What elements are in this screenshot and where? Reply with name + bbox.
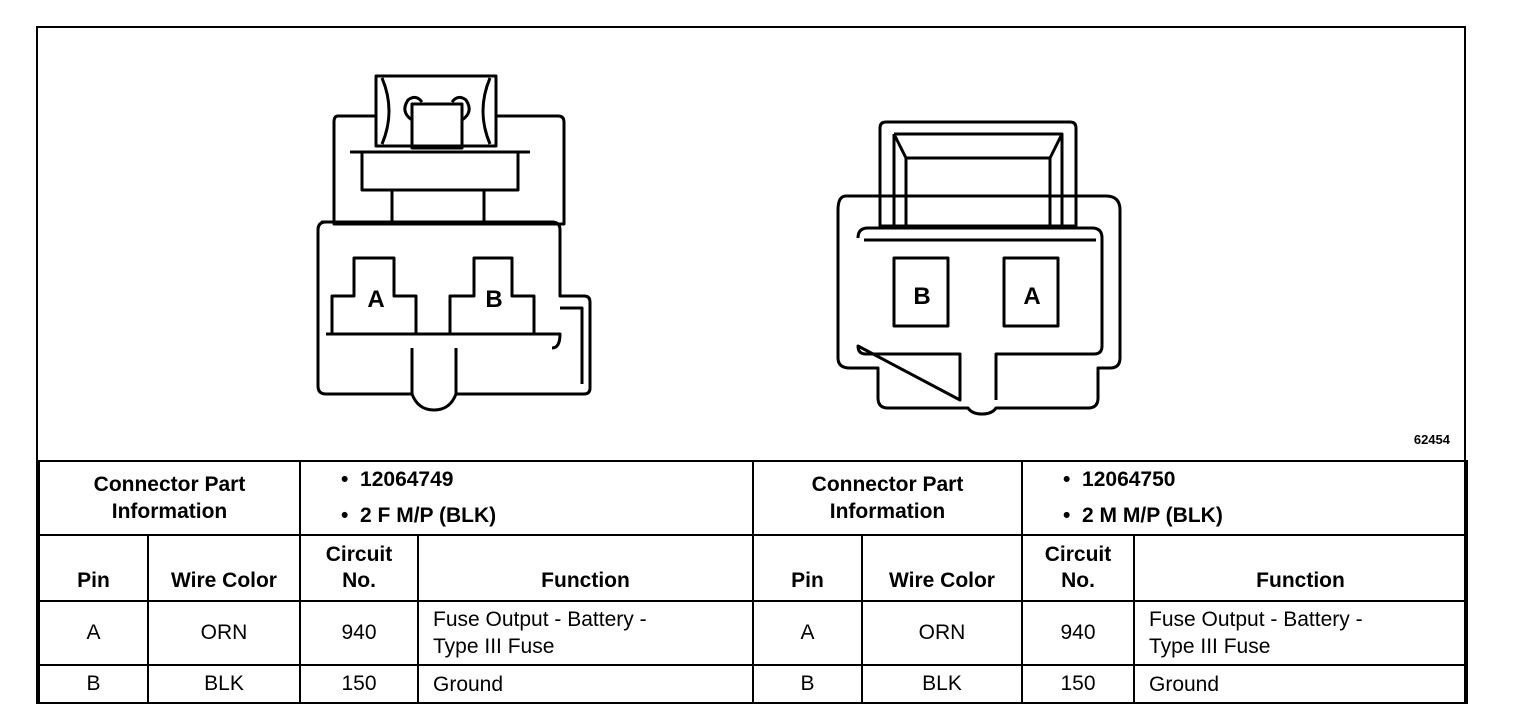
female-pin-cavity-a (330, 256, 418, 336)
wire-color-cell: ORN (147, 600, 301, 666)
table-row: B BLK 150 Ground B BLK 150 Ground (38, 664, 1468, 704)
connector-part-label: Connector Part Information (752, 460, 1023, 536)
male-connector-body (836, 194, 1122, 416)
female-connector-drawing (316, 74, 592, 412)
male-pin-label-a: A (1023, 283, 1040, 310)
female-pin-label-a: A (367, 286, 384, 313)
circuit-cell: 150 (299, 664, 419, 704)
wire-color-cell: BLK (147, 664, 301, 704)
connector-part-row: Connector Part Information • 12064749 • … (38, 460, 1468, 536)
function-cell: Ground (1133, 664, 1468, 704)
circuit-cell: 150 (1021, 664, 1135, 704)
circuit-cell: 940 (1021, 600, 1135, 666)
male-pin-cavity-a (1002, 256, 1060, 328)
function-cell: Fuse Output - Battery -Type III Fuse (1133, 600, 1468, 666)
figure-id: 62454 (1413, 432, 1450, 447)
male-connector-drawing (836, 120, 1122, 416)
function-cell: Fuse Output - Battery -Type III Fuse (417, 600, 754, 666)
col-header-wire-color: Wire Color (861, 534, 1023, 602)
diagram-frame: A B B A 62454 Connector Part Information… (36, 26, 1468, 704)
female-pin-cavity-b (448, 256, 536, 336)
male-pin-cavity-b (892, 256, 950, 328)
pin-cell: A (752, 600, 863, 666)
function-cell: Ground (417, 664, 754, 704)
pin-cell: B (752, 664, 863, 704)
table-row: A ORN 940 Fuse Output - Battery -Type II… (38, 600, 1468, 666)
female-connector-collar (332, 114, 566, 226)
female-connector-lock-tab (374, 74, 498, 148)
part-number: 12064750 (1082, 468, 1176, 491)
wire-color-cell: BLK (861, 664, 1023, 704)
part-description: 2 F M/P (BLK) (360, 504, 497, 527)
female-connector-body (316, 220, 592, 412)
pin-cell: B (38, 664, 149, 704)
connector-drawings: A B B A (316, 74, 1122, 416)
col-header-wire-color: Wire Color (147, 534, 301, 602)
connector-part-label: Connector Part Information (38, 460, 301, 536)
col-header-function: Function (417, 534, 754, 602)
female-pin-label-b: B (485, 286, 502, 313)
male-connector-hood (878, 120, 1078, 228)
wire-color-cell: ORN (861, 600, 1023, 666)
part-number: 12064749 (360, 468, 454, 491)
connector-info-table: Connector Part Information • 12064749 • … (38, 460, 1468, 704)
col-header-function: Function (1133, 534, 1468, 602)
circuit-cell: 940 (299, 600, 419, 666)
connector-part-info: • 12064749 • 2 F M/P (BLK) (299, 460, 754, 536)
part-description: 2 M M/P (BLK) (1082, 504, 1223, 527)
connector-part-info: • 12064750 • 2 M M/P (BLK) (1021, 460, 1468, 536)
male-pin-label-b: B (913, 283, 930, 310)
col-header-pin: Pin (38, 534, 149, 602)
col-header-pin: Pin (752, 534, 863, 602)
pin-cell: A (38, 600, 149, 666)
